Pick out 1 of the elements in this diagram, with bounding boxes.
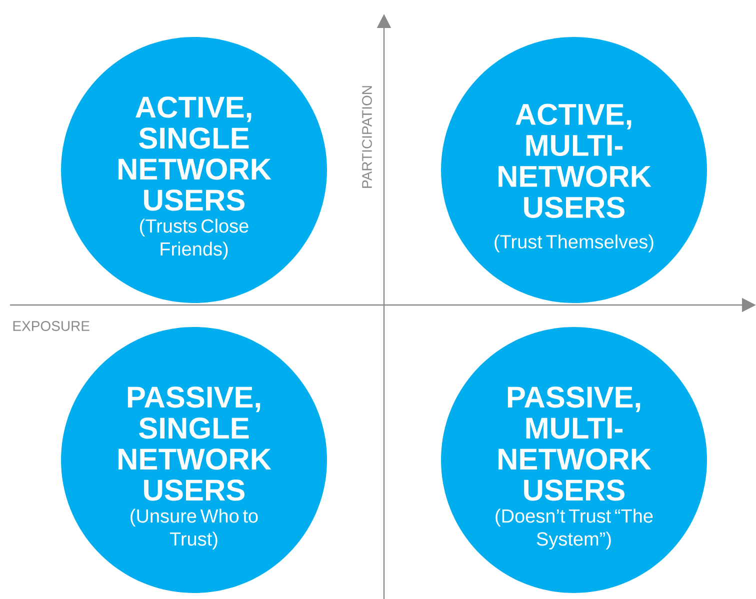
axis-label: PARTICIPATION <box>362 86 372 188</box>
